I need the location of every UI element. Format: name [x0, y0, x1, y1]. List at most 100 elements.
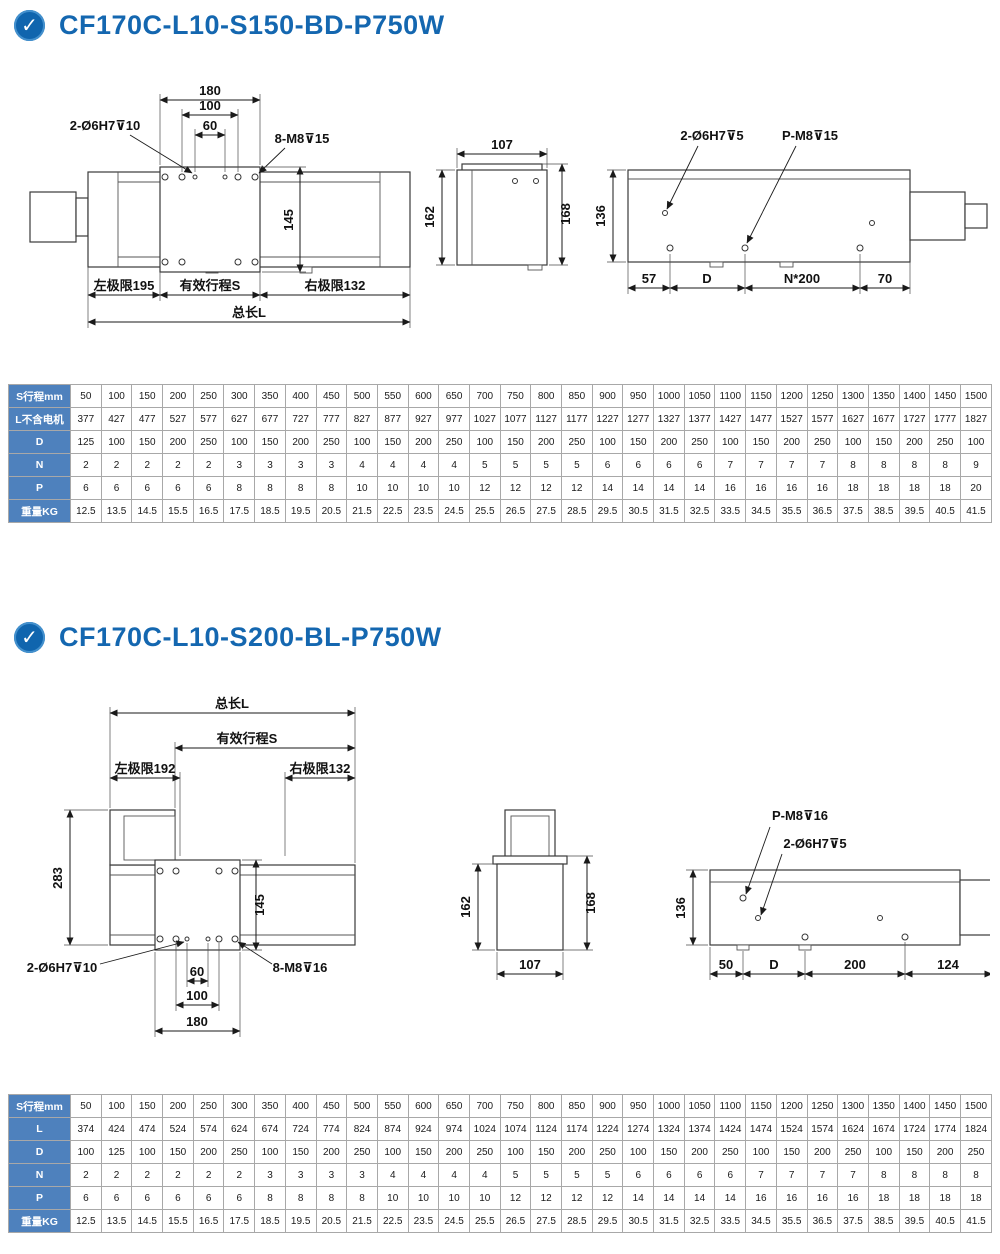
spec-cell: 500	[346, 1094, 378, 1118]
spec-cell: 974	[438, 1117, 470, 1141]
spec-cell: 23.5	[407, 1209, 440, 1233]
spec-cell: 13.5	[100, 1209, 133, 1233]
spec-cell: 22.5	[376, 1209, 409, 1233]
spec-cell: 850	[561, 1094, 593, 1118]
spec-cell: 1350	[867, 1094, 900, 1118]
dim-100: 100	[186, 988, 208, 1003]
screw-holes-label: 8-M8⊽16	[273, 960, 328, 975]
row-label: D	[8, 430, 71, 454]
spec-cell: 150	[284, 1140, 317, 1164]
spec-cell: 977	[438, 407, 470, 431]
spec-cell: 6	[162, 476, 194, 500]
spec-cell: 900	[591, 384, 624, 408]
end-body	[456, 169, 548, 266]
spec-cell: 350	[254, 1094, 286, 1118]
spec-cell: 1500	[959, 384, 993, 408]
spec-cell: 33.5	[714, 1209, 747, 1233]
spec-cell: 4	[407, 1163, 440, 1187]
spec-cell: 4	[376, 453, 409, 477]
dim-right-limit: 右极限132	[304, 278, 366, 293]
spec-cell: 1377	[683, 407, 716, 431]
spec-cell: 18	[837, 476, 869, 500]
spec-cell: 14.5	[131, 1209, 164, 1233]
spec-cell: 12	[561, 476, 593, 500]
spec-cell: 150	[131, 384, 164, 408]
spec-cell: 27.5	[530, 1209, 562, 1233]
spec-cell: 19.5	[284, 499, 317, 523]
dim-283: 283	[50, 867, 65, 889]
spec-cell: 30.5	[622, 1209, 655, 1233]
spec-cell: 38.5	[867, 1209, 900, 1233]
spec-cell: 727	[284, 407, 317, 431]
spec-cell: 200	[162, 1094, 194, 1118]
spec-cell: 577	[192, 407, 225, 431]
dim-107: 107	[519, 957, 541, 972]
spec-cell: 1000	[653, 1094, 685, 1118]
spec-cell: 7	[745, 1163, 777, 1187]
spec-cell: 250	[806, 430, 839, 454]
spec-cell: 34.5	[745, 499, 777, 523]
pin-holes-label: 2-Ø6H7⊽5	[783, 836, 846, 851]
row-label: 重量KG	[8, 499, 71, 523]
spec-cell: 16.5	[192, 1209, 225, 1233]
spec-cell: 1000	[653, 384, 685, 408]
spec-cell: 700	[468, 1094, 501, 1118]
spec-cell: 16	[775, 476, 808, 500]
spec-cell: 950	[622, 1094, 655, 1118]
spec-cell: 100	[254, 1140, 286, 1164]
spec-cell: 34.5	[745, 1209, 777, 1233]
spec-cell: 200	[561, 1140, 593, 1164]
spec-cell: 8	[254, 1186, 286, 1210]
spec-cell: 600	[407, 384, 440, 408]
spec-cell: 16.5	[192, 499, 225, 523]
spec-cell: 100	[499, 1140, 532, 1164]
spec-cell: 1500	[959, 1094, 993, 1118]
spec-cell: 3	[284, 453, 317, 477]
spec-cell: 400	[284, 1094, 317, 1118]
spec-cell: 200	[806, 1140, 839, 1164]
motor-shaft	[964, 203, 988, 229]
checkmark-icon: ✓	[14, 10, 45, 41]
spec-cell: 18.5	[254, 1209, 286, 1233]
dim-136: 136	[673, 897, 688, 919]
spec-cell: 250	[929, 430, 961, 454]
spec-cell: 1350	[867, 384, 900, 408]
spec-cell: 6	[100, 476, 133, 500]
spec-cell: 300	[223, 1094, 256, 1118]
spec-cell: 877	[376, 407, 409, 431]
spec-cell: 524	[162, 1117, 194, 1141]
spec-cell: 1627	[837, 407, 869, 431]
spec-cell: 1077	[499, 407, 532, 431]
spec-cell: 6	[70, 476, 102, 500]
spec-cell: 900	[591, 1094, 624, 1118]
spec-cell: 1777	[929, 407, 961, 431]
spec-cell: 14	[622, 1186, 655, 1210]
spec-cell: 2	[70, 1163, 102, 1187]
spec-cell: 3	[315, 453, 348, 477]
spec-cell: 6	[131, 1186, 164, 1210]
spec-cell: 5	[561, 1163, 593, 1187]
spec-cell: 12	[530, 1186, 562, 1210]
spec-cell: 10	[376, 1186, 409, 1210]
spec-cell: 6	[100, 1186, 133, 1210]
spec-cell: 400	[284, 384, 317, 408]
spec-cell: 8	[898, 453, 931, 477]
dim-162: 162	[458, 896, 473, 918]
spec-cell: 6	[622, 1163, 655, 1187]
dim-D: D	[702, 271, 711, 286]
spec-cell: 24.5	[438, 499, 470, 523]
side-body	[709, 869, 961, 946]
spec-cell: 2	[192, 1163, 225, 1187]
spec-cell: 1300	[837, 1094, 869, 1118]
spec-cell: 24.5	[438, 1209, 470, 1233]
spec-cell: 6	[192, 476, 225, 500]
spec-cell: 200	[530, 430, 562, 454]
checkmark-icon: ✓	[14, 622, 45, 653]
spec-cell: 16	[806, 476, 839, 500]
spec-cell: 39.5	[898, 499, 931, 523]
spec-cell: 150	[530, 1140, 562, 1164]
spec-cell: 16	[714, 476, 747, 500]
row-label: N	[8, 453, 71, 477]
